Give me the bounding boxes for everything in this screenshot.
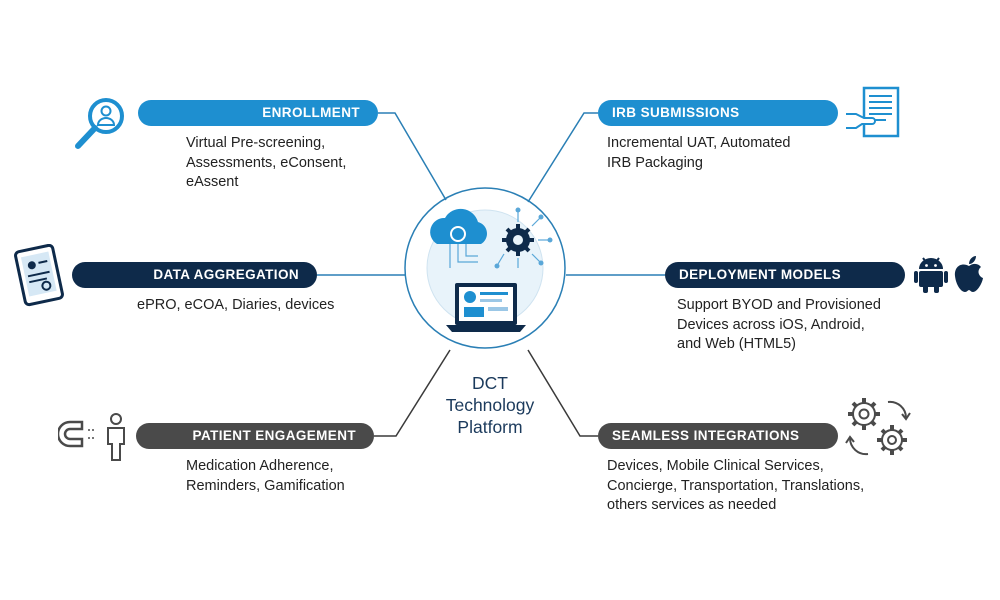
center-title-line-3: Platform: [457, 417, 523, 437]
magnifier-person-icon: [75, 98, 124, 149]
gears-cycle-icon: [845, 398, 911, 456]
patient-engagement-description: Medication Adherence, Reminders, Gamific…: [186, 457, 345, 496]
center-title-line-2: Technology: [445, 395, 535, 415]
seamless-integrations-line-1: Devices, Mobile Clinical Services,: [607, 458, 824, 474]
engagement-connector: [374, 349, 451, 437]
center-title: DCT Technology Platform: [430, 372, 550, 438]
patient-engagement-line-1: Medication Adherence,: [186, 458, 334, 474]
tablet-profile-icon: [14, 244, 64, 307]
enrollment-connector: [378, 112, 447, 201]
document-hand-icon: [846, 86, 900, 138]
center-ring-outer: [404, 187, 566, 349]
seamless-integrations-line-3: others services as needed: [607, 497, 777, 513]
enrollment-pill: ENROLLMENT: [138, 100, 378, 126]
data-aggregation-description: ePRO, eCOA, Diaries, devices: [137, 296, 334, 316]
magnet-person-icon: [58, 413, 125, 461]
android-icon: [914, 257, 948, 293]
seamless-integrations-description: Devices, Mobile Clinical Services, Conci…: [607, 457, 864, 516]
apple-icon: [954, 256, 983, 292]
enrollment-description: Virtual Pre-screening, Assessments, eCon…: [186, 134, 346, 193]
deployment-models-line-1: Support BYOD and Provisioned: [677, 297, 881, 313]
center-title-line-1: DCT: [472, 373, 508, 393]
seamless-integrations-line-2: Concierge, Transportation, Translations,: [607, 477, 865, 494]
deployment-models-pill: DEPLOYMENT MODELS: [665, 262, 905, 288]
laptop-icon: [446, 283, 526, 332]
gear-network-icon: [494, 207, 553, 269]
irb-submissions-pill: IRB SUBMISSIONS: [598, 100, 838, 126]
cloud-icon: [430, 208, 487, 268]
data-aggregation-pill: DATA AGGREGATION: [72, 262, 317, 288]
patient-engagement-pill: PATIENT ENGAGEMENT: [136, 423, 374, 449]
integrations-connector: [527, 349, 598, 437]
enrollment-line-1: Virtual Pre-screening,: [186, 135, 326, 151]
irb-connector: [527, 112, 598, 203]
enrollment-line-2: Assessments, eConsent,: [186, 154, 347, 171]
enrollment-line-3: eAssent: [186, 174, 239, 190]
deployment-models-description: Support BYOD and Provisioned Devices acr…: [677, 296, 881, 355]
data-aggregation-line-1: ePRO, eCOA, Diaries, devices: [137, 297, 335, 313]
irb-submissions-description: Incremental UAT, Automated IRB Packaging: [607, 134, 791, 173]
deployment-models-line-2: Devices across iOS, Android,: [677, 316, 865, 333]
irb-submissions-line-2: IRB Packaging: [607, 154, 703, 171]
deployment-models-line-3: and Web (HTML5): [677, 336, 796, 352]
seamless-integrations-pill: SEAMLESS INTEGRATIONS: [598, 423, 838, 449]
patient-engagement-line-2: Reminders, Gamification: [186, 477, 345, 494]
irb-submissions-line-1: Incremental UAT, Automated: [607, 135, 791, 151]
